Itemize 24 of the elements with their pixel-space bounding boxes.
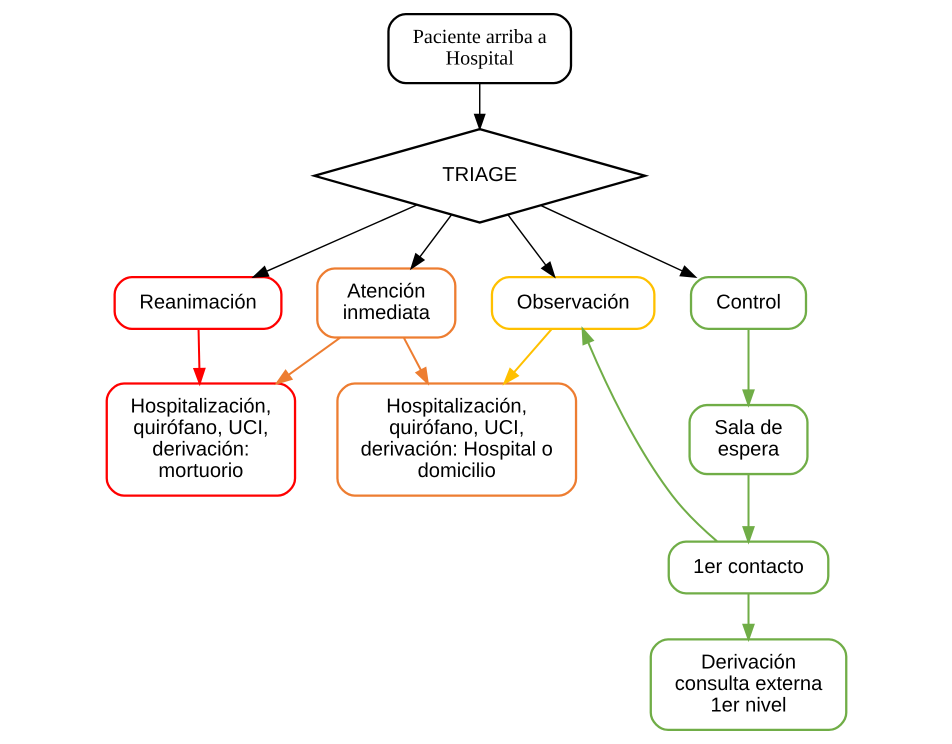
arrow — [192, 328, 206, 386]
arrow — [742, 594, 754, 642]
arrow — [507, 214, 556, 278]
node-box: Reanimación — [113, 276, 282, 330]
arrow — [250, 204, 416, 278]
arrow — [540, 204, 697, 278]
node-box: Observación — [490, 276, 656, 330]
node-box: Sala de espera — [688, 404, 808, 476]
node-box: Control — [689, 276, 807, 330]
arrow — [274, 337, 340, 386]
arrow — [742, 474, 754, 545]
arrow — [742, 328, 754, 408]
arrow — [580, 326, 718, 542]
node-box: Hospitalización, quirófano, UCI, derivación: Hospital o domicilio — [336, 382, 577, 497]
arrow — [502, 328, 552, 386]
arrow — [473, 83, 486, 131]
arrow — [409, 214, 452, 270]
node-box: Hospitalización, quirófano, UCI, derivación: mortuorio — [105, 382, 296, 497]
node-box: Paciente arriba a Hospital — [386, 12, 572, 84]
node-box: 1er contacto — [667, 540, 829, 594]
arrow — [402, 338, 429, 386]
node-box: Atención inmediata — [316, 267, 456, 339]
node-box: Derivación consulta externa 1er nivel — [649, 638, 847, 732]
node-diamond: TRIAGE — [310, 128, 649, 224]
